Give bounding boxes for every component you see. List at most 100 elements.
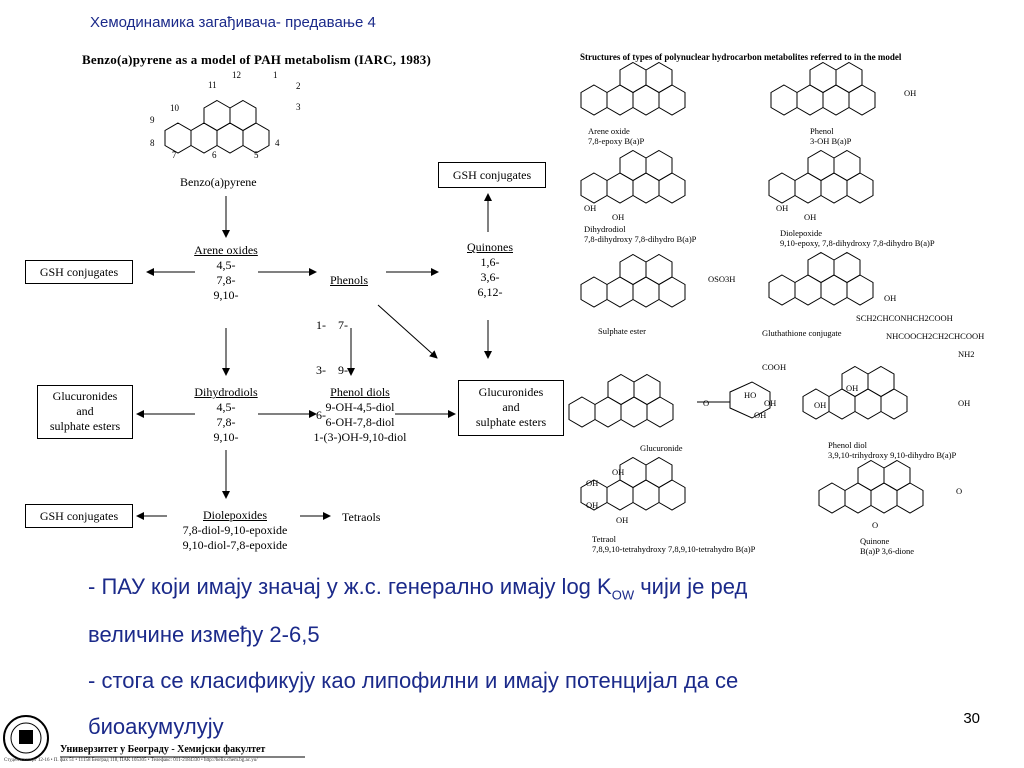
nhco-label: NHCOOCH2CH2CHCOOH: [886, 331, 985, 341]
structure-name: Sulphate ester: [598, 326, 646, 336]
structure-quinone: Quinone B(a)P 3,6-dione: [860, 536, 914, 556]
structure-name: Phenol diol: [828, 440, 867, 450]
arene-oxides-line: 7,8-: [216, 273, 236, 287]
body-line-1: - ПАУ који имају значај у ж.с. генерално…: [88, 574, 747, 602]
structure-glucuronide: Glucuronide: [640, 443, 683, 453]
oh-label: OH: [764, 398, 777, 408]
atom-label: 4: [275, 138, 280, 148]
body-line-2: величине између 2-6,5: [88, 622, 320, 647]
box-line: and: [76, 404, 94, 418]
right-title: Structures of types of polynuclear hydro…: [580, 52, 902, 62]
body-line-3: - стога се класификују као липофилни и и…: [88, 668, 739, 693]
structure-tetraol: Tetraol 7,8,9,10-tetrahydroxy 7,8,9,10-t…: [592, 534, 755, 554]
quinones-line: 3,6-: [480, 270, 500, 284]
atom-label: 3: [296, 102, 301, 112]
phenol-diols: Phenol diols 9-OH-4,5-diol 6-OH-7,8-diol…: [300, 385, 420, 445]
atom-label: 11: [208, 80, 217, 90]
oh-label: OH: [884, 293, 897, 303]
dihydrodiols-line: 7,8-: [216, 415, 236, 429]
structure-sub: 3,9,10-trihydroxy 9,10-dihydro B(a)P: [828, 450, 957, 460]
phenol-diols-line: 1-(3-)OH-9,10-diol: [313, 430, 407, 444]
glucuronides-box-right: Glucuronides and sulphate esters: [458, 380, 564, 436]
box-line: sulphate esters: [475, 415, 547, 429]
gsh-conjugates-left-1: GSH conjugates: [25, 260, 133, 284]
oh-label: OH: [754, 410, 767, 420]
box-line: Glucuronides: [478, 385, 544, 399]
oh-label: OH: [584, 203, 597, 213]
structure-arene-oxide-drawing: [581, 63, 685, 116]
oh-label: OH: [814, 400, 827, 410]
diolepoxides-title: Diolepoxides: [203, 508, 267, 522]
structure-phenol-drawing: [771, 63, 875, 116]
diolepoxides: Diolepoxides 7,8-diol-9,10-epoxide 9,10-…: [165, 508, 305, 553]
structure-phenol: Phenol 3-OH B(a)P: [810, 126, 851, 146]
body-line-4: биоакумулују: [88, 714, 224, 739]
structure-phenol-diol: Phenol diol 3,9,10-trihydroxy 9,10-dihyd…: [828, 440, 956, 460]
structure-name: Quinone: [860, 536, 890, 546]
atom-label: 7: [172, 150, 177, 160]
arene-oxides-line: 9,10-: [213, 288, 239, 302]
quinones-line: 6,12-: [477, 285, 503, 299]
tetraols: Tetraols: [342, 510, 381, 524]
oh-label: OH: [616, 515, 629, 525]
diolepoxides-line: 9,10-diol-7,8-epoxide: [182, 538, 288, 552]
dihydrodiols-title: Dihydrodiols: [194, 385, 258, 399]
ho-label: HO: [744, 390, 757, 400]
nh2-label: NH2: [958, 349, 975, 359]
structure-sub: 7,8,9,10-tetrahydroxy 7,8,9,10-tetrahydr…: [592, 544, 756, 554]
structure-diolepoxide: Diolepoxide 9,10-epoxy, 7,8-dihydroxy 7,…: [780, 228, 935, 248]
atom-label: 2: [296, 81, 301, 91]
o-label: O: [703, 398, 710, 408]
dihydrodiols-line: 4,5-: [216, 400, 236, 414]
diolepoxides-line: 7,8-diol-9,10-epoxide: [182, 523, 288, 537]
structure-diolepoxide-drawing: [769, 151, 873, 204]
structure-glutathione-conjugate: Gluthathione conjugate: [762, 328, 842, 338]
dihydrodiols: Dihydrodiols 4,5- 7,8- 9,10-: [180, 385, 272, 445]
structure-glucuronide-drawing: [569, 375, 673, 428]
atom-label: 6: [212, 150, 217, 160]
phenols-line: 6-: [316, 408, 326, 422]
structure-sub: 3-OH B(a)P: [810, 136, 852, 146]
phenols-title: Phenols: [330, 273, 369, 287]
structure-dihydrodiol: Dihydrodiol 7,8-dihydroxy 7,8-dihydro B(…: [584, 224, 696, 244]
atom-label: 8: [150, 138, 155, 148]
structure-name: Dihydrodiol: [584, 224, 626, 234]
structure-sub: 7,8-dihydroxy 7,8-dihydro B(a)P: [584, 234, 697, 244]
oh-label: OH: [612, 212, 625, 222]
structure-name: Glucuronide: [640, 443, 683, 453]
quinones-title: Quinones: [467, 240, 513, 254]
structure-name: Gluthathione conjugate: [762, 328, 842, 338]
glucuronides-box-left: Glucuronides and sulphate esters: [37, 385, 133, 439]
o-label: O: [872, 520, 879, 530]
box-line: and: [502, 400, 520, 414]
structure-sub: B(a)P 3,6-dione: [860, 546, 914, 556]
oh-label: OH: [846, 383, 859, 393]
page-number: 30: [963, 710, 980, 727]
structure-glutathione-drawing: [769, 253, 873, 306]
oh-label: OH: [804, 212, 817, 222]
phenol-diols-line: 9-OH-4,5-diol: [325, 400, 395, 414]
structure-name: Phenol: [810, 126, 834, 136]
oh-label: OH: [586, 500, 599, 510]
atom-label: 1: [273, 70, 278, 80]
structure-dihydrodiol-drawing: [581, 151, 685, 204]
sugar-ring: [729, 381, 771, 419]
dihydrodiols-line: 9,10-: [213, 430, 239, 444]
atom-label: 12: [232, 70, 241, 80]
structure-sulphate-ester: Sulphate ester: [598, 326, 646, 336]
quinones-line: 1,6-: [480, 255, 500, 269]
atom-label: 10: [170, 103, 179, 113]
quinones: Quinones 1,6- 3,6- 6,12-: [450, 240, 530, 300]
box-line: sulphate esters: [49, 419, 121, 433]
kow-subscript: OW: [611, 587, 635, 603]
oh-label: OH: [586, 478, 599, 488]
phenols: Phenols 1- 7- 3- 9- 6-: [316, 243, 386, 438]
gsh-conjugates-left-2: GSH conjugates: [25, 504, 133, 528]
structure-name: Arene oxide: [588, 126, 630, 136]
arene-oxides-line: 4,5-: [216, 258, 236, 272]
structure-quinone-drawing: [819, 461, 923, 514]
phenols-line: 3- 9-: [316, 363, 348, 377]
atom-label: 5: [254, 150, 259, 160]
arene-oxides: Arene oxides 4,5- 7,8- 9,10-: [180, 243, 272, 303]
